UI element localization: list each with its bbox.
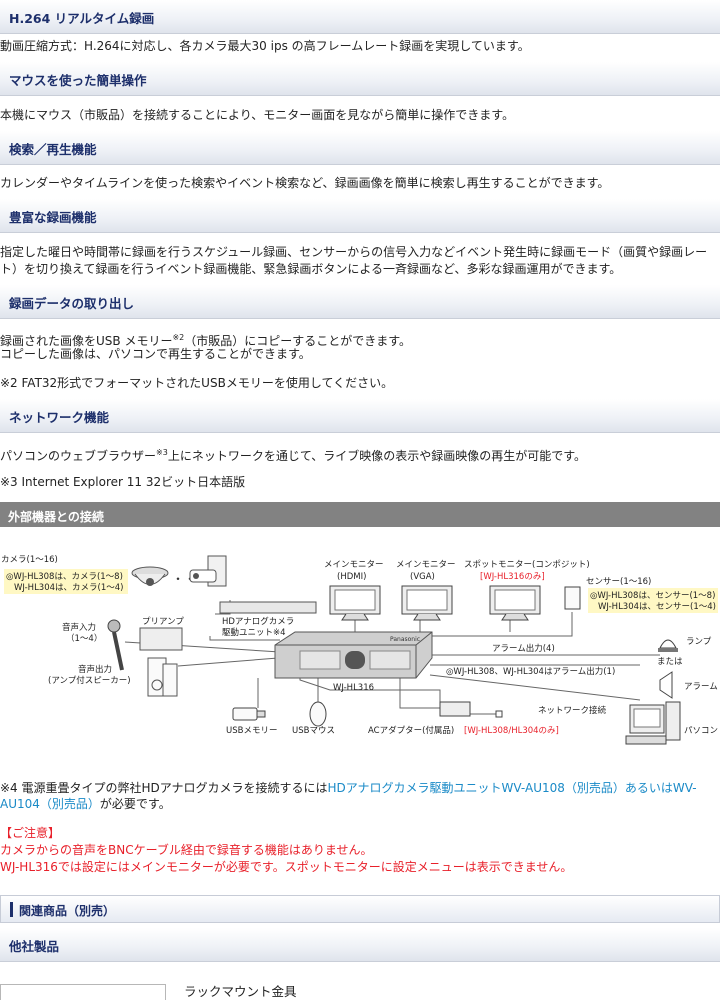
usb-mouse-icon — [309, 701, 327, 727]
lamp-icon — [658, 639, 678, 652]
label-pc: パソコン — [684, 726, 718, 736]
label-network: ネットワーク接続 — [538, 705, 607, 716]
section-heading-network: ネットワーク機能 — [0, 399, 720, 433]
sensor-icon — [564, 586, 581, 610]
sensor-note-box — [588, 588, 718, 613]
section-text-mouse: 本機にマウス（市販品）を接続することにより、モニター画面を見ながら簡単に操作でき… — [0, 108, 515, 122]
section-heading-mouse: マウスを使った簡単操作 — [0, 62, 720, 96]
usb-memory-icon — [232, 707, 266, 721]
label-mon-spot1: スポットモニター(コンポジット) — [464, 560, 590, 570]
heading-text: 録画データの取り出し — [9, 296, 135, 311]
caution-line2: WJ-HL316では設定にはメインモニターが必要です。スポットモニターに設定メニ… — [0, 860, 573, 874]
label-hd-unit2: 駆動ユニット※4 — [222, 627, 286, 638]
heading-text: 関連商品（別売） — [19, 904, 116, 918]
label-usb-memory: USBメモリー — [226, 726, 277, 736]
footnote-2: ※2 FAT32形式でフォーマットされたUSBメモリーを使用してください。 — [0, 376, 394, 390]
label-sensor-note2: WJ-HL304は、センサー(1～4) — [598, 602, 716, 612]
footnote-4-line1: ※4 電源重畳タイプの弊社HDアナログカメラを接続するにはHDアナログカメラ駆動… — [0, 781, 697, 795]
label-speaker1: 音声出力 — [78, 664, 112, 675]
heading-text: ネットワーク機能 — [9, 410, 110, 425]
hd-unit-link-cont[interactable]: AU104（別売品） — [0, 797, 100, 811]
ac-plug-icon — [495, 710, 503, 718]
label-speaker2: (アンプ付スピーカー) — [48, 675, 131, 686]
speaker-icon — [147, 657, 178, 697]
heading-text: 豊富な録画機能 — [9, 210, 97, 225]
label-camera: カメラ(1～16) — [1, 555, 58, 565]
label-alarm-note: ◎WJ-HL308、WJ-HL304はアラーム出力(1) — [446, 666, 615, 677]
caution-title: 【ご注意】 — [0, 826, 61, 840]
section-heading-export: 録画データの取り出し — [0, 285, 720, 319]
heading-text: 外部機器との接続 — [8, 510, 104, 524]
label-mon-hdmi1: メインモニター — [324, 560, 384, 570]
label-ac-note: [WJ-HL308/HL304のみ] — [464, 726, 559, 736]
section-text-export-2: コピーした画像は、パソコンで再生することができます。 — [0, 347, 311, 361]
section-heading-h264: H.264 リアルタイム録画 — [0, 0, 720, 34]
caution-line1: カメラからの音声をBNCケーブル経由で録音する機能はありません。 — [0, 843, 373, 857]
hd-unit-icon — [219, 601, 317, 614]
label-mon-vga1: メインモニター — [396, 560, 456, 570]
label-model: WJ-HL316 — [333, 683, 374, 693]
alarm-icon — [659, 671, 673, 699]
label-camera-note2: WJ-HL304は、カメラ(1～4) — [14, 583, 123, 593]
section-text-h264: 動画圧縮方式：H.264に対応し、各カメラ最大30 ips の高フレームレート録… — [0, 39, 530, 53]
heading-text: 他社製品 — [9, 939, 60, 954]
hd-unit-link[interactable]: HDアナログカメラ駆動ユニットWV-AU108（別売品）あるいはWV- — [327, 781, 697, 795]
footnote-3: ※3 Internet Explorer 11 32ビット日本語版 — [0, 475, 246, 489]
label-mon-hdmi2: (HDMI) — [337, 572, 366, 582]
monitor-spot-icon — [489, 585, 541, 621]
label-hd-unit1: HDアナログカメラ — [222, 616, 294, 627]
pc-icon — [625, 701, 681, 745]
dome-camera-icon — [131, 566, 169, 586]
section-text-network: パソコンのウェブブラウザー※3上にネットワークを通じて、ライブ映像の表示や録画映… — [0, 448, 587, 463]
heading-mark — [10, 902, 13, 917]
preamp-icon — [139, 627, 183, 651]
ac-adapter-icon — [439, 701, 471, 717]
section-text-search: カレンダーやタイムラインを使った検索やイベント検索など、録画画像を簡単に検索し再… — [0, 176, 610, 190]
heading-text: マウスを使った簡単操作 — [9, 73, 147, 88]
rackmount-label: ラックマウント金具 — [184, 984, 297, 999]
label-mic1: 音声入力 — [62, 622, 96, 633]
recorder-icon — [274, 631, 433, 679]
label-sensor-note1: ◎WJ-HL308は、センサー(1～8) — [590, 591, 715, 601]
connection-heading: 外部機器との接続 — [0, 502, 720, 527]
section-text-export-1: 録画された画像をUSB メモリー※2（市販品）にコピーすることができます。 — [0, 333, 412, 348]
cables — [124, 600, 660, 715]
microphone-icon — [107, 619, 124, 671]
heading-text: 検索／再生機能 — [9, 142, 97, 157]
brand-label: Panasonic — [390, 636, 420, 643]
camera-note-box — [4, 569, 128, 594]
label-usb-mouse: USBマウス — [292, 726, 335, 736]
label-or: または — [657, 657, 683, 667]
box-camera-icon — [189, 555, 227, 587]
monitor-hdmi-icon — [329, 585, 381, 621]
section-text-recording-2: ト）を切り換えて録画を行うイベント録画機能、緊急録画ボタンによる一斉録画など、多… — [0, 262, 622, 276]
label-lamp: ランプ — [686, 637, 712, 647]
label-mon-spot2: [WJ-HL316のみ] — [480, 572, 545, 582]
label-camera-note1: ◎WJ-HL308は、カメラ(1～8) — [6, 572, 123, 582]
label-mon-vga2: (VGA) — [410, 572, 435, 582]
product-thumbnail[interactable] — [0, 984, 166, 1000]
label-alarm4: アラーム出力(4) — [492, 643, 555, 654]
monitor-vga-icon — [401, 585, 453, 621]
label-mic2: （1～4） — [66, 633, 102, 644]
other-products-heading: 他社製品 — [0, 928, 720, 962]
related-products-heading: 関連商品（別売） — [0, 895, 720, 923]
section-text-recording-1: 指定した曜日や時間帯に録画を行うスケジュール録画、センサーからの信号入力などイベ… — [0, 245, 708, 259]
heading-text: H.264 リアルタイム録画 — [9, 11, 155, 26]
label-sensor: センサー(1～16) — [586, 577, 651, 587]
label-ac-adapter: ACアダプター(付属品) — [368, 725, 454, 736]
connection-diagram: ・・・ Panasonic — [1, 555, 718, 745]
label-preamp: プリアンプ — [142, 617, 184, 627]
section-heading-recording: 豊富な録画機能 — [0, 199, 720, 233]
label-alarm: アラーム — [684, 682, 718, 692]
footnote-4-line2: AU104（別売品）が必要です。 — [0, 797, 171, 811]
section-heading-search: 検索／再生機能 — [0, 131, 720, 165]
